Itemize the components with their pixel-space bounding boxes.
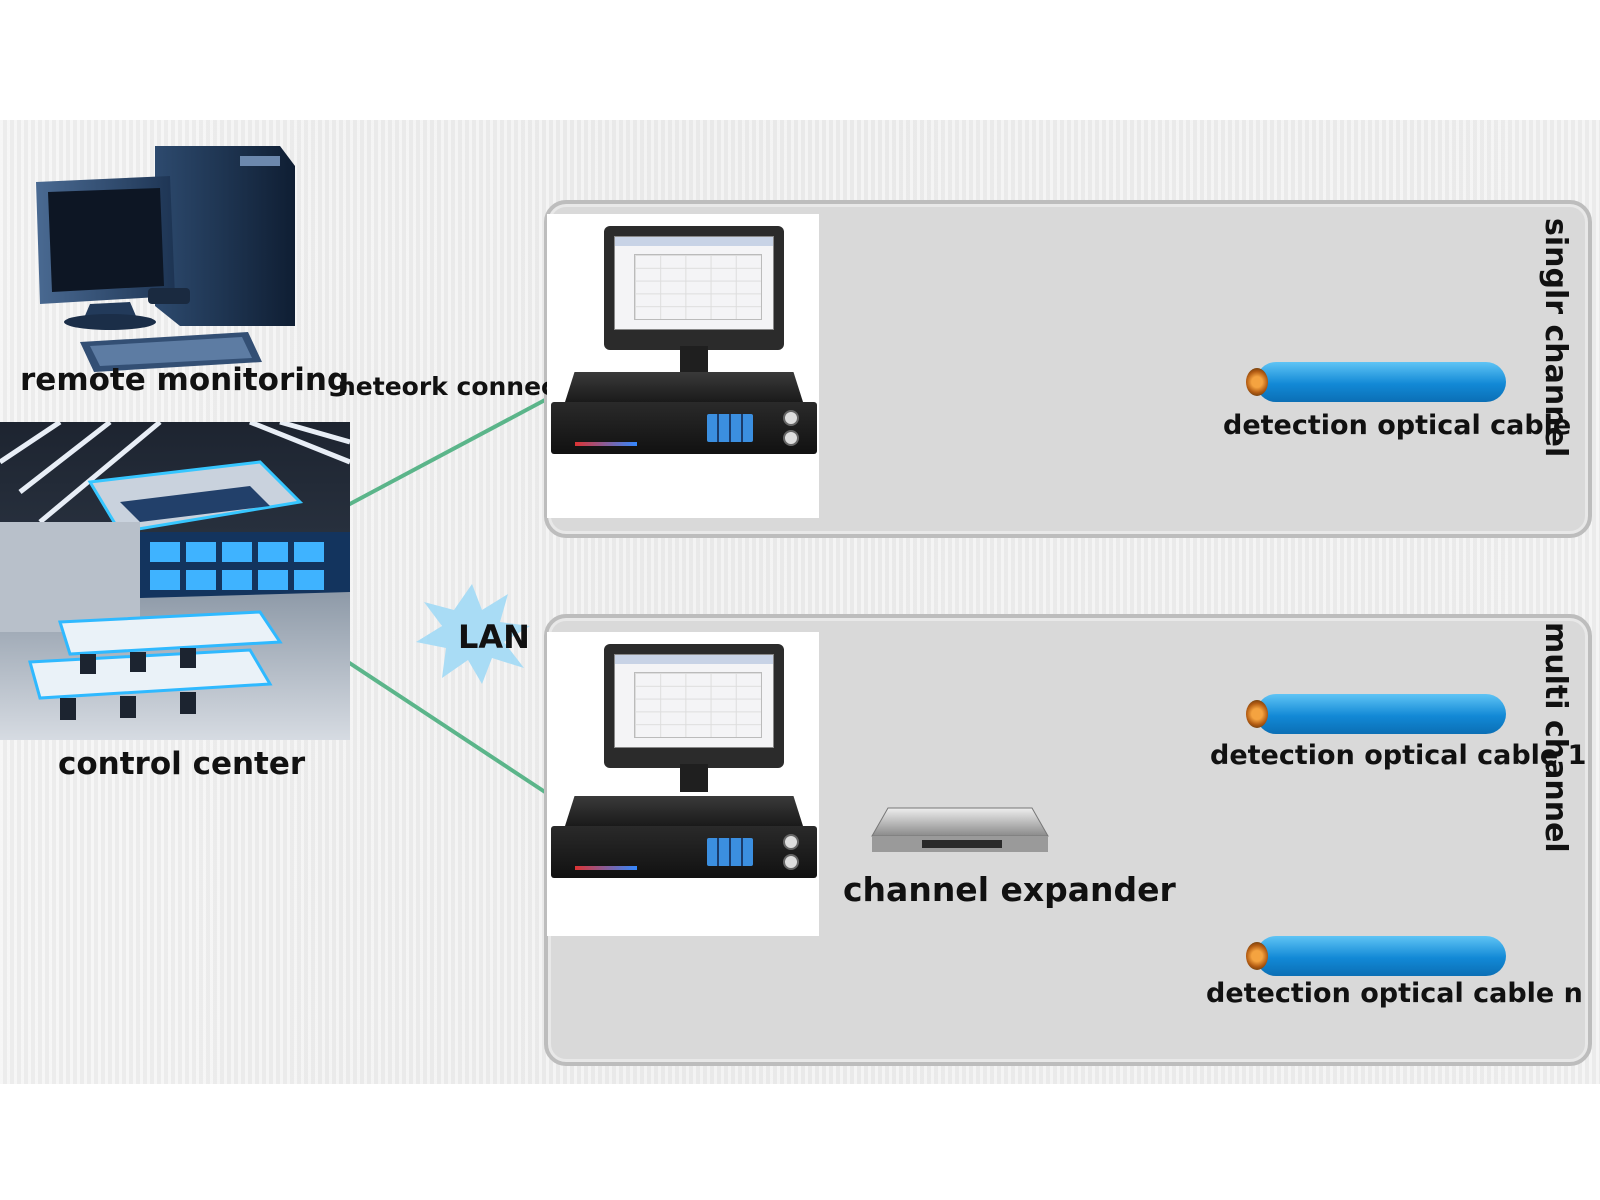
- remote-monitoring-label: remote monitoring: [20, 362, 350, 398]
- multi-monitor-icon: [604, 644, 784, 768]
- multi-monitor-stand: [680, 764, 708, 792]
- lan-burst-icon: [416, 584, 530, 684]
- lan-label: LAN: [458, 618, 530, 656]
- detection-cable-n-label: detection optical cable n: [1206, 978, 1583, 1009]
- multi-channel-label: multi channel: [1538, 622, 1573, 853]
- single-channel-label: singlr channel: [1538, 218, 1573, 458]
- detection-cable-1-label: detection optical cable 1: [1210, 740, 1587, 771]
- control-room-photo: [0, 422, 350, 740]
- multi-rack-device-icon: [551, 796, 817, 878]
- line-control-to-single: [347, 398, 546, 507]
- line-control-to-multi: [346, 660, 547, 794]
- single-detection-cable-label: detection optical cable: [1223, 410, 1572, 441]
- computer-icon: [36, 146, 295, 372]
- multi-fiber-cable-1-icon: [1246, 694, 1506, 734]
- multi-fiber-cable-n-icon: [1246, 936, 1506, 976]
- single-monitor-icon: [604, 226, 784, 350]
- single-monitor-stand: [680, 346, 708, 374]
- channel-expander-icon: [871, 807, 1049, 852]
- control-center-label: control center: [58, 746, 306, 782]
- single-rack-device-icon: [551, 372, 817, 454]
- channel-expander-label: channel expander: [843, 870, 1176, 909]
- single-fiber-cable-icon: [1246, 362, 1506, 402]
